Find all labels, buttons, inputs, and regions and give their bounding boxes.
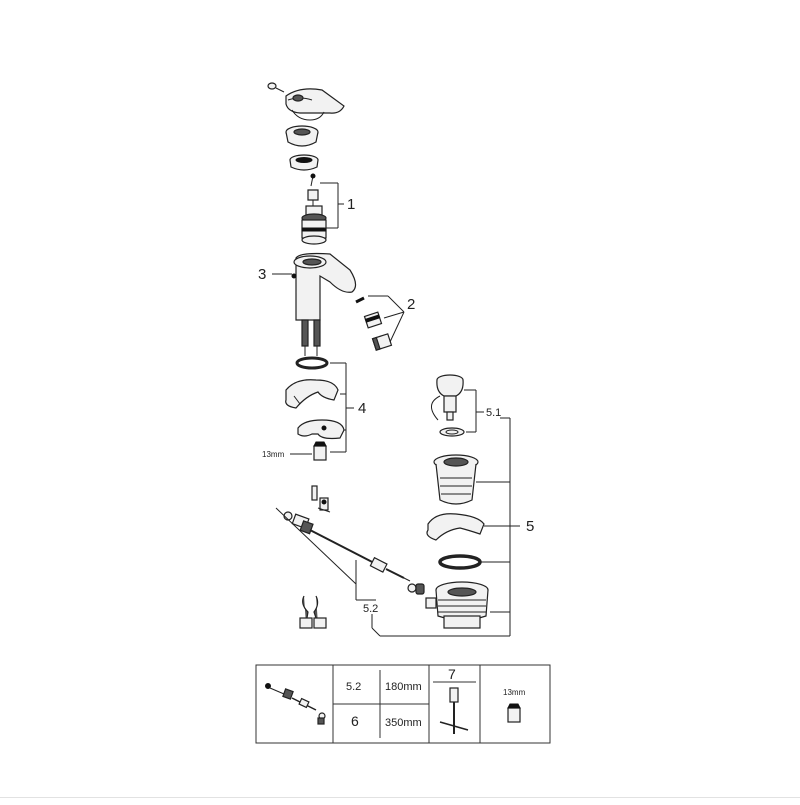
cartridge (301, 205, 327, 245)
knurled-ring (289, 154, 319, 171)
callout-1: 1 (347, 196, 355, 213)
aerator-insert (363, 311, 383, 329)
table-row2-ref: 6 (351, 713, 359, 729)
page-divider (0, 797, 800, 798)
table-tool-drawing (439, 687, 469, 734)
supply-hose-stubs (301, 319, 321, 356)
waste-oring (438, 554, 482, 570)
mounting-clamp-plate (297, 419, 345, 440)
aerator-washer (355, 296, 365, 304)
callout-4-leader (330, 362, 354, 453)
dome-cap (285, 125, 319, 147)
callout-3: 3 (258, 266, 266, 283)
table-row1-ref: 5.2 (346, 681, 361, 693)
lift-rod-clip (311, 485, 331, 513)
table-nut-drawing (507, 703, 521, 723)
wrench-size-label: 13mm (262, 450, 285, 459)
aerator-housing (371, 333, 393, 351)
cartridge-screws (307, 173, 319, 206)
mounting-horseshoe-washer (285, 379, 339, 409)
callout-2-leader (368, 295, 405, 343)
callout-5.2: 5.2 (363, 603, 378, 615)
handle-screw (267, 82, 285, 93)
mounting-nut (313, 441, 327, 461)
drain-flange (433, 454, 479, 505)
callout-4: 4 (358, 400, 366, 417)
waste-body (425, 581, 489, 629)
flexible-hoses (299, 595, 327, 629)
stopper-seal (439, 427, 465, 437)
callout-2: 2 (407, 296, 415, 313)
callout-5.1: 5.1 (486, 407, 501, 419)
callout-5.1-leader (464, 389, 511, 636)
lever-handle (285, 88, 345, 121)
popup-stopper (431, 374, 464, 421)
callout-5: 5 (526, 518, 534, 535)
callout-5-leader (476, 481, 520, 613)
pivot-rod (309, 529, 425, 595)
spare-parts-table (255, 664, 551, 744)
waste-washer (426, 513, 485, 541)
table-tool-ref: 7 (448, 666, 456, 682)
callout-5.2-leader (275, 507, 510, 637)
callout-1-leader (320, 182, 344, 229)
mounting-oring (295, 356, 329, 370)
table-row1-length: 180mm (385, 681, 422, 693)
table-row2-length: 350mm (385, 717, 422, 729)
table-rod-drawing (265, 683, 326, 725)
faucet-body (291, 252, 357, 321)
table-wrench-size: 13mm (503, 688, 526, 697)
linkage-fittings (283, 511, 314, 535)
